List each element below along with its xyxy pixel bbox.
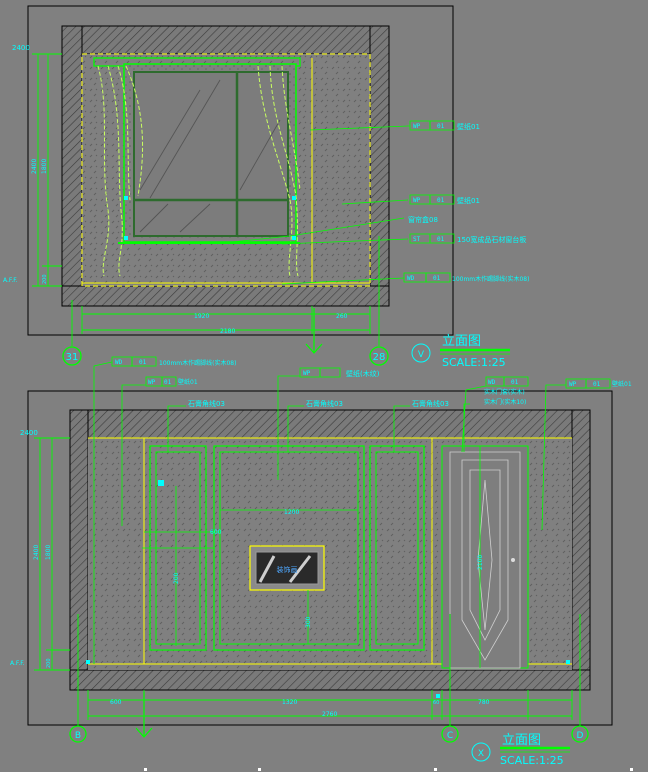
axis-label-d: D [577,731,584,741]
right-wall-v [369,25,390,307]
callout-v-3-text: 窗帘盒08 [408,215,438,224]
callout-x-4-text: 石膏角线03 [188,399,225,408]
hdim-v-2: 260 [336,313,348,320]
callout-v-5-code: WD [407,275,415,282]
callout-v-1-text: 壁纸01 [457,122,480,131]
left-wall-v [61,25,83,307]
inner-dim-1: 1200 [284,509,299,516]
inner-dim-2: 600 [210,529,222,536]
callout-v-2-num: 01 [437,197,445,204]
art-label: 装饰画 [277,565,298,574]
inner-dim-3: 200 [173,572,180,584]
section-arrow-x [135,692,153,738]
elevation-x: 装饰画 1200 600 200 300 2100 [10,356,633,771]
callout-x-8-text: 实木门(实木10) [484,398,526,406]
title-bubble-v [411,343,431,363]
callout-v-1-num: 01 [437,123,445,130]
elevation-v: 2400 A.F.F. 2400 1800 200 1920 260 2180 … [3,5,529,369]
hdim-x-2: 1320 [282,699,297,706]
callout-x-9-text: 壁纸01 [612,380,632,388]
vdim-x-2: 1800 [45,545,52,560]
floor-level-v: A.F.F. [3,277,18,284]
title-marker-v: V [418,350,425,360]
scale-x: SCALE:1:25 [500,754,564,767]
vdim-v-1: 2400 [31,159,38,174]
top-level-x: 2400 [20,429,38,437]
right-wall-x [571,409,591,691]
curtain-right [257,65,301,277]
hdim-x-3: 60 [433,700,439,706]
callout-v-2-code: WP [413,197,421,204]
scale-v: SCALE:1:25 [442,356,506,369]
axis-label-b: B [75,731,81,741]
callout-x-2-code: WP [148,379,156,386]
vdim-x-1: 2400 [33,545,40,560]
curtain-left [97,65,143,277]
axis-bubble-c [441,725,459,743]
axis-bubble-b [69,725,87,743]
title-x: 立面图 [502,733,541,748]
callout-x-9-num: 01 [593,381,601,388]
axis-label-28: 28 [373,352,386,363]
callout-v-5-num: 01 [433,275,441,282]
axis-bubble-31 [62,346,82,366]
inner-dim-5: 2100 [477,555,484,570]
hdim-x-5: 2760 [322,711,337,718]
title-v: 立面图 [442,334,481,349]
callout-x-7-text: 实木门套(实木) [484,388,525,396]
callout-x-3-code: WP [303,370,311,377]
floor-slab-x [69,669,591,691]
hdim-v-3: 2180 [220,328,235,335]
hdim-v-1: 1920 [194,313,209,320]
section-arrow-v [305,308,323,354]
sheet-border-v [27,5,454,336]
window-glass [133,71,289,237]
callout-v-5-text: 100mm木作踢脚线(实木08) [452,275,529,283]
sheet-border-x [27,390,613,726]
callout-x-1-text: 100mm木作踢脚线(实木08) [159,359,236,367]
callout-v-1-code: WP [413,123,421,130]
title-bubble-x [471,742,491,762]
floor-level-x: A.F.F. [10,660,25,667]
callout-x-7-num: 01 [511,379,519,386]
hdim-x-1: 600 [110,699,122,706]
vdim-v-3: 200 [42,274,48,284]
left-wall-x [69,409,89,691]
callout-x-2-num: 01 [164,379,172,386]
callout-v-4-num: 01 [437,236,445,243]
callout-v-2-text: 壁纸01 [457,196,480,205]
ceiling-slab-v [61,25,390,55]
callouts-v: WP 01 壁纸01 WP 01 壁纸01 窗帘盒08 ST 01 150宽成品… [403,120,529,283]
callouts-x: WD 01 100mm木作踢脚线(实木08) WP 01 壁纸01 WP 壁纸(… [111,356,632,408]
axis-bubble-28 [369,346,389,366]
axis-label-31: 31 [66,352,79,363]
vdim-v-2: 1800 [41,159,48,174]
axis-label-c: C [447,731,453,741]
axis-bubble-d [571,725,589,743]
callout-v-4-code: ST [413,236,421,243]
top-level-v: 2400 [12,44,30,52]
title-marker-x: X [478,749,484,759]
wall-outline-v [81,53,371,287]
inner-dim-4: 300 [305,616,312,628]
ceiling-slab-x [69,409,591,439]
callout-x-6-text: 石膏角线03 [412,399,449,408]
callout-x-2-text: 壁纸01 [178,378,198,386]
callout-x-3-text: 壁纸(木纹) [346,369,380,378]
callout-x-1-code: WD [115,359,123,366]
callout-x-7-code: WD [488,379,496,386]
floor-slab-v [61,285,390,307]
callout-x-1-num: 01 [139,359,147,366]
callout-x-9-code: WP [569,381,577,388]
callout-x-5-text: 石膏角线03 [306,399,343,408]
hdim-x-4: 780 [478,699,490,706]
vdim-x-3: 200 [46,658,52,668]
callout-v-4-text: 150宽成品石材窗台板 [457,235,526,244]
panel-right [369,445,425,651]
